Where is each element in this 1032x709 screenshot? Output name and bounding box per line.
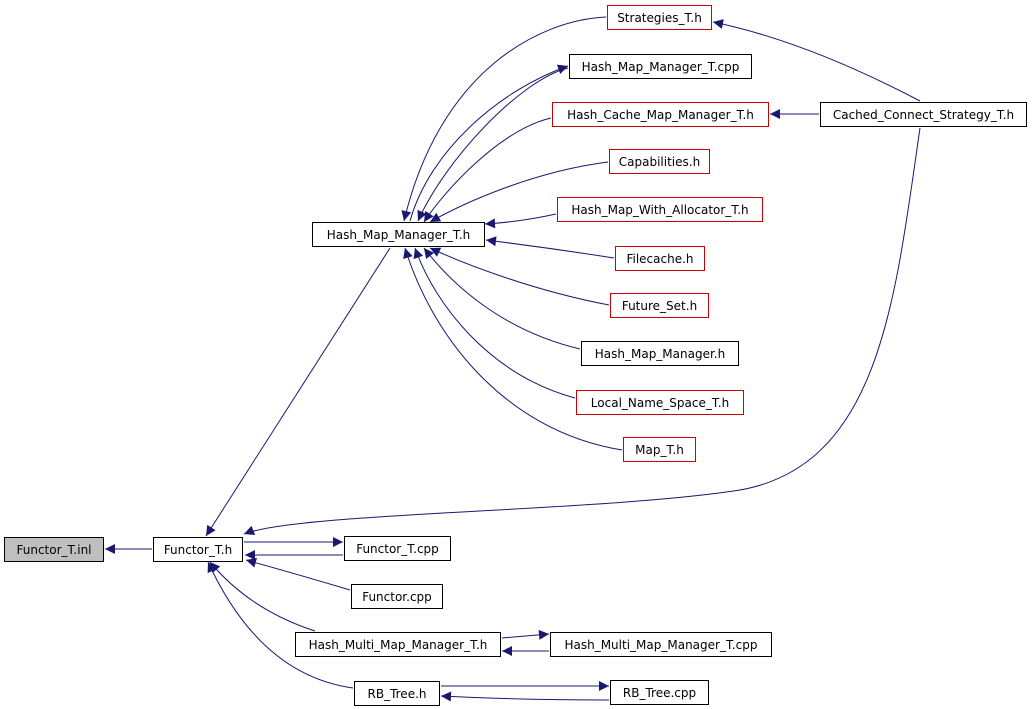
node-filecache-h[interactable]: Filecache.h: [615, 246, 705, 271]
node-rb-tree-h[interactable]: RB_Tree.h: [354, 681, 440, 706]
node-future-set-h[interactable]: Future_Set.h: [610, 293, 709, 318]
edge-functor-cpp-to-functor-t-h: [245, 557, 351, 591]
node-functor-t-inl: Functor_T.inl: [4, 537, 104, 562]
edge-rb-tree-h-to-functor-t-h: [207, 561, 354, 689]
node-functor-cpp[interactable]: Functor.cpp: [351, 584, 443, 609]
edge-capabilities-h-to-hash-map-manager-t-h: [429, 161, 609, 223]
node-hash-multi-map-manager-t-h[interactable]: Hash_Multi_Map_Manager_T.h: [295, 632, 501, 657]
edge-hash-map-with-allocator-t-h-to-hash-map-manager-t-h: [484, 213, 557, 229]
node-hash-map-with-allocator-t-h[interactable]: Hash_Map_With_Allocator_T.h: [557, 197, 763, 222]
edge-hash-cache-map-manager-t-h-to-hash-map-manager-t-h: [423, 117, 552, 223]
edge-cached-connect-strategy-t-h-to-strategies-t-h: [712, 19, 921, 102]
node-functor-t-h[interactable]: Functor_T.h: [153, 537, 243, 562]
node-hash-multi-map-manager-t-cpp[interactable]: Hash_Multi_Map_Manager_T.cpp: [550, 632, 772, 657]
node-local-name-space-t-h[interactable]: Local_Name_Space_T.h: [576, 390, 744, 415]
node-capabilities-h[interactable]: Capabilities.h: [609, 149, 710, 174]
node-strategies-t-h[interactable]: Strategies_T.h: [607, 5, 712, 30]
node-rb-tree-cpp[interactable]: RB_Tree.cpp: [610, 680, 709, 705]
edge-strategies-t-h-to-hash-map-manager-t-h: [401, 16, 607, 222]
node-hash-map-manager-h[interactable]: Hash_Map_Manager.h: [581, 341, 739, 366]
node-hash-cache-map-manager-t-h[interactable]: Hash_Cache_Map_Manager_T.h: [552, 102, 769, 127]
node-hash-map-manager-t-h[interactable]: Hash_Map_Manager_T.h: [312, 222, 485, 247]
edge-hash-map-manager-t-cpp-to-hash-map-manager-t-h: [417, 67, 569, 222]
edge-hash-map-manager-t-h-to-functor-t-h: [205, 247, 391, 537]
node-functor-t-cpp[interactable]: Functor_T.cpp: [344, 536, 451, 561]
edge-map-t-h-to-hash-map-manager-t-h: [403, 247, 623, 451]
node-map-t-h[interactable]: Map_T.h: [623, 437, 696, 462]
edge-filecache-h-to-hash-map-manager-t-h: [485, 236, 615, 259]
node-hash-map-manager-t-cpp[interactable]: Hash_Map_Manager_T.cpp: [569, 54, 752, 79]
edge-hash-map-manager-h-to-hash-map-manager-t-h: [423, 247, 581, 350]
edge-future-set-h-to-hash-map-manager-t-h: [429, 247, 610, 306]
edge-hash-multi-map-manager-t-h-to-hash-multi-map-manager-t-cpp: [501, 629, 550, 640]
edge-hash-multi-map-manager-t-h-to-functor-t-h: [209, 561, 316, 632]
edge-hash-map-manager-t-h-to-hash-map-manager-t-cpp: [409, 64, 569, 222]
edge-rb-tree-cpp-to-rb-tree-h: [440, 691, 610, 702]
edge-local-name-space-t-h-to-hash-map-manager-t-h: [413, 247, 576, 399]
edge-cached-connect-strategy-t-h-to-functor-t-h: [243, 127, 921, 536]
node-cached-connect-strategy-t-h[interactable]: Cached_Connect_Strategy_T.h: [820, 102, 1027, 127]
